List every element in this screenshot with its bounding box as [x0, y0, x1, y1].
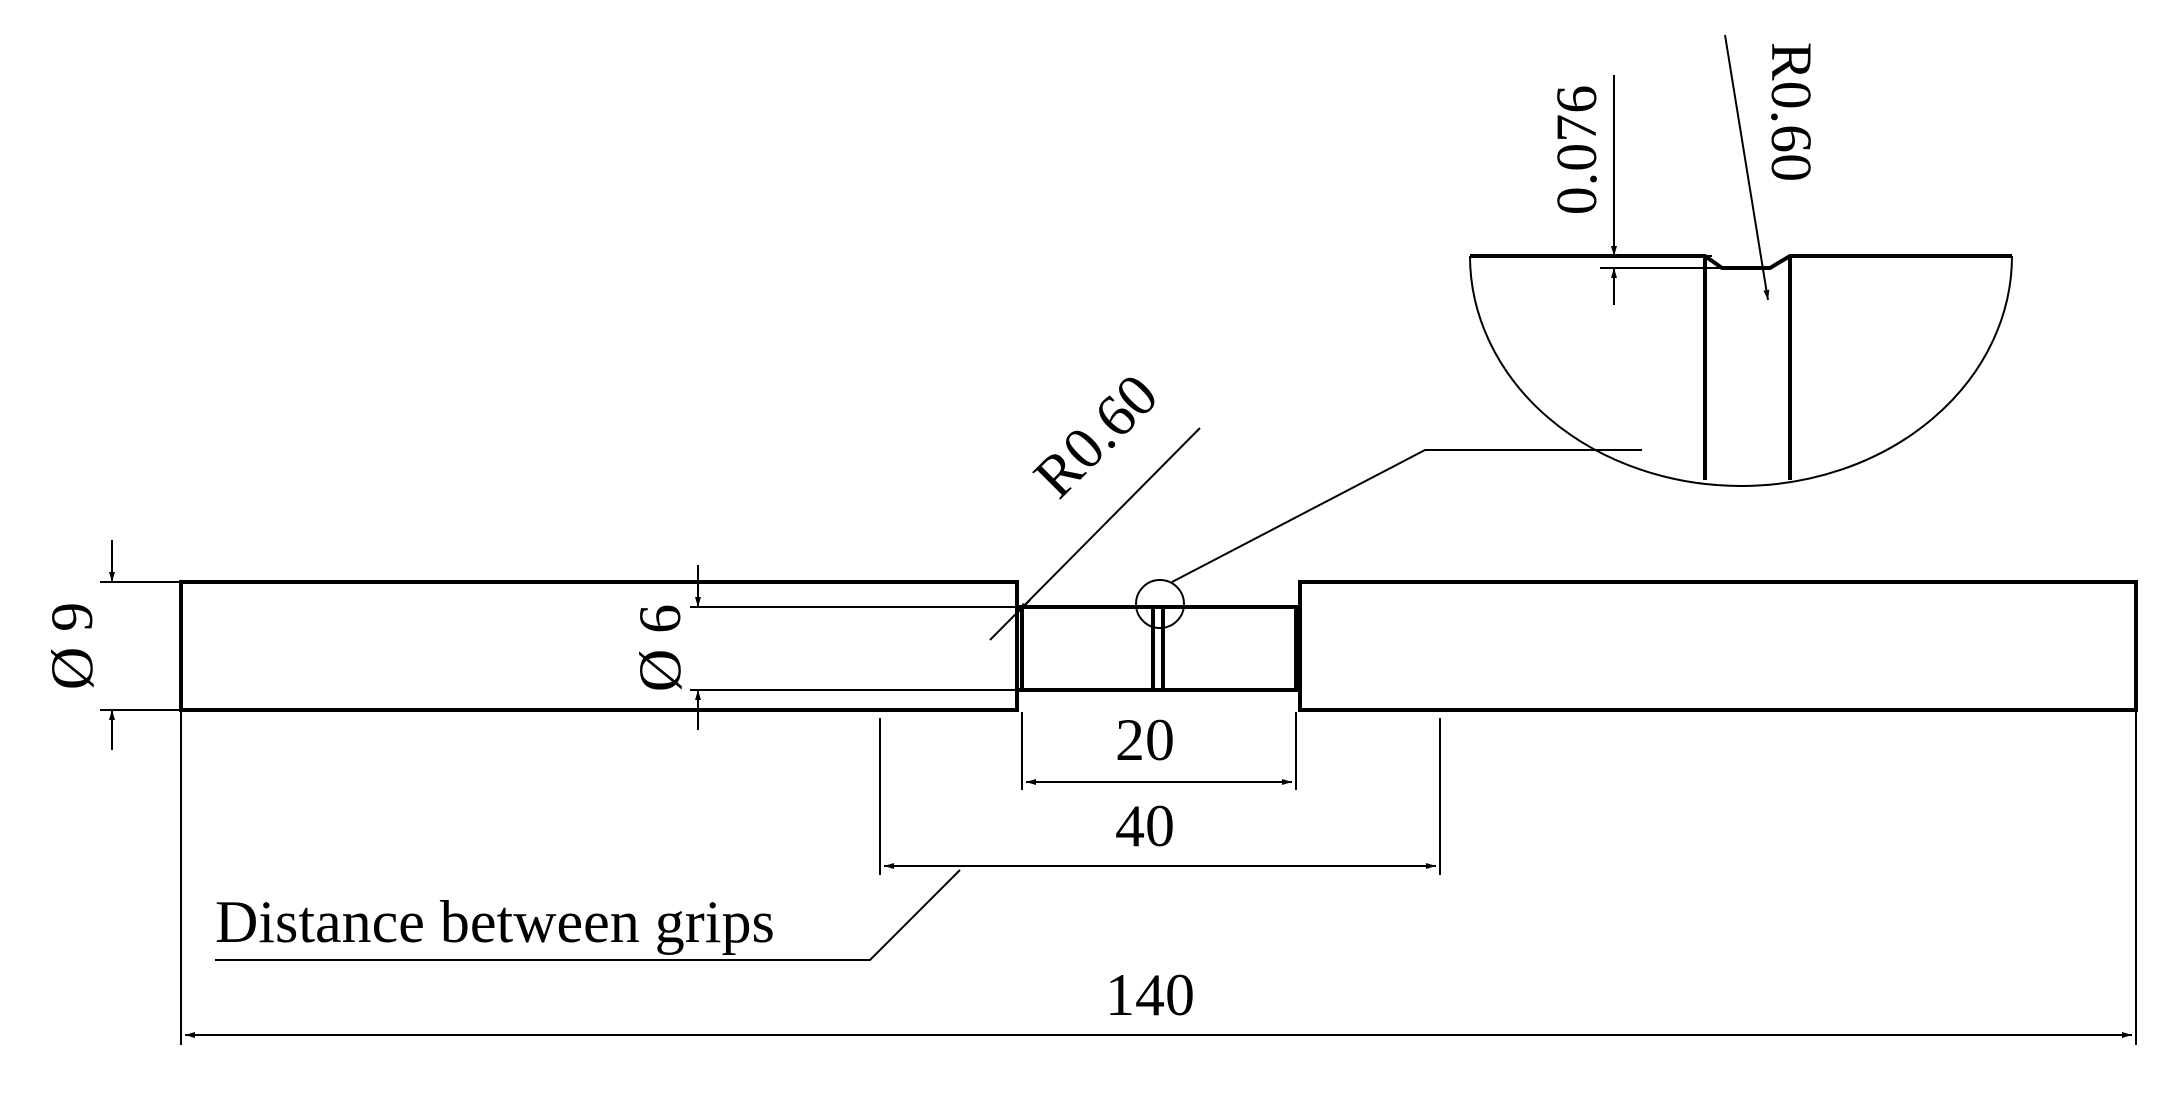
- specimen-body: [179, 580, 2138, 712]
- main-radius-callout: R0.60: [989, 361, 1201, 641]
- grip-caption-leader: [215, 869, 961, 961]
- gauge-length-label: 20: [1115, 707, 1175, 773]
- outer-diameter-dimension: Ø 9: [39, 540, 181, 750]
- overall-length-dimension: 140: [180, 712, 2137, 1045]
- detail-outline-arc: [1469, 255, 2013, 487]
- detail-callout: [1135, 449, 1642, 629]
- notch-depth-label: 0.076: [1544, 85, 1609, 216]
- grip-distance-label: 40: [1115, 793, 1175, 859]
- left-grip-section: [179, 580, 1019, 712]
- detail-leader: [1171, 449, 1642, 583]
- detail-circle-marker: [1135, 579, 1185, 629]
- right-grip-section: [1298, 580, 2138, 712]
- detail-top-surface: [1470, 254, 2012, 270]
- gauge-length-dimension: 20: [1021, 707, 1297, 790]
- overall-length-label: 140: [1105, 962, 1195, 1028]
- grip-caption-callout: Distance between grips: [215, 869, 961, 961]
- detail-view: 0.076 R0.60: [1469, 34, 2013, 487]
- main-radius-label: R0.60: [1021, 361, 1170, 510]
- gauge-diameter-dimension: Ø 6: [627, 565, 1017, 730]
- main-radius-arrow: [1017, 599, 1031, 613]
- detail-radius-label: R0.60: [1759, 42, 1824, 182]
- grip-distance-dimension: 40: [879, 718, 1441, 875]
- outer-diameter-label: Ø 9: [39, 602, 105, 690]
- grip-caption-label: Distance between grips: [215, 889, 775, 955]
- detail-radius-leader: [1724, 34, 1770, 301]
- gauge-diameter-label: Ø 6: [627, 604, 693, 692]
